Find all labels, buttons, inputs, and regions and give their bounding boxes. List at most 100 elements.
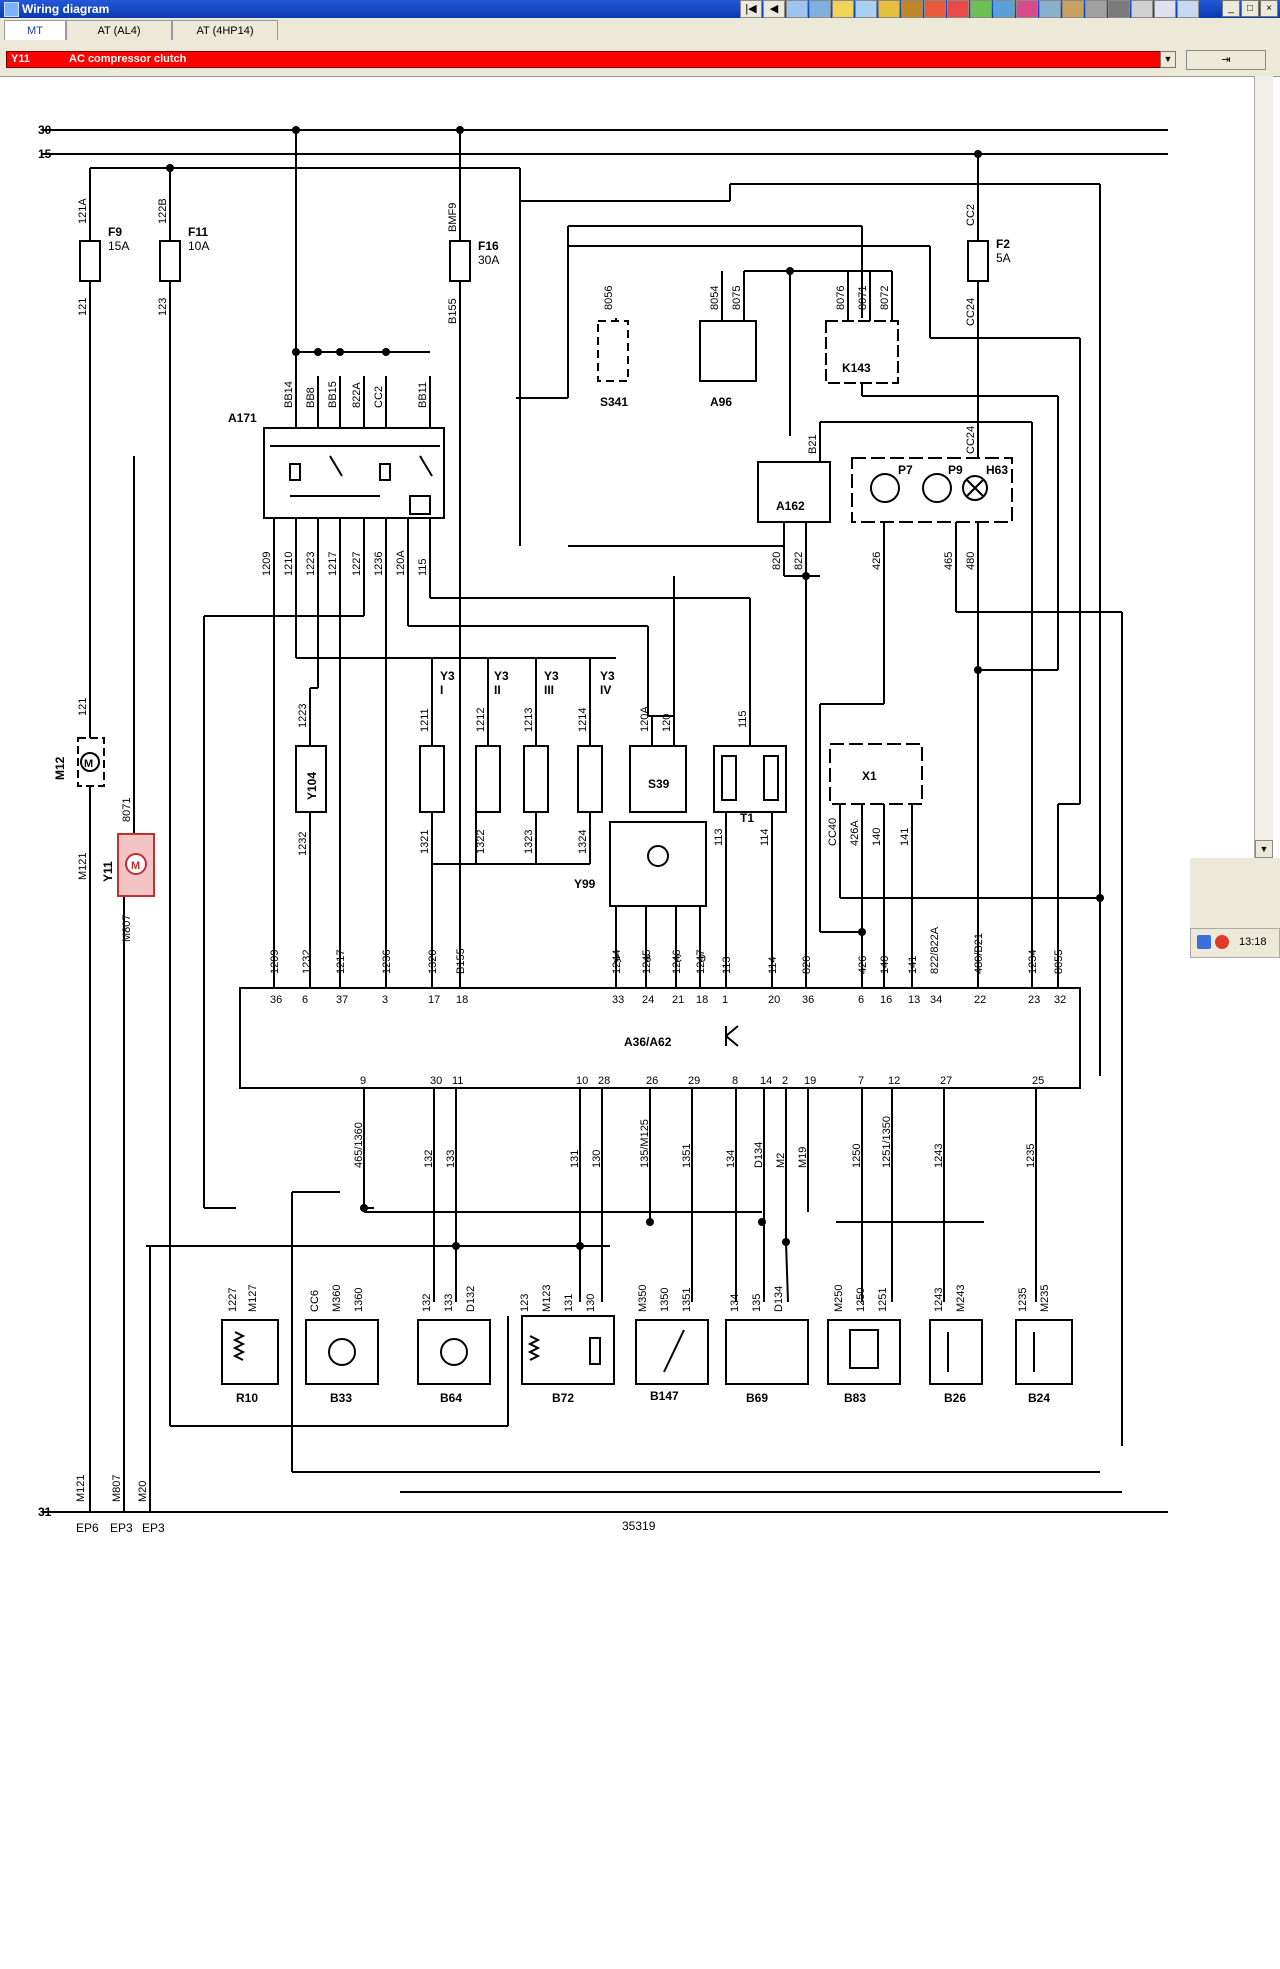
wire-label: M19	[797, 1147, 809, 1168]
ecu-bottom-pin: 11	[452, 1075, 463, 1087]
wire-label: M2	[775, 1153, 787, 1168]
wire-label: B21	[807, 434, 819, 454]
tool-icon[interactable]	[786, 0, 808, 18]
ecu-top-pin: 6	[858, 994, 864, 1006]
window-background	[1190, 858, 1280, 928]
minimize-button[interactable]: _	[1222, 0, 1240, 17]
wire-label: 120	[661, 714, 673, 732]
chevron-down-icon[interactable]: ▼	[1160, 51, 1176, 68]
wire-label: 1236	[381, 950, 393, 974]
y3-i-label: Y3	[440, 669, 455, 683]
tab-mt[interactable]: MT	[4, 20, 66, 40]
maximize-button[interactable]: □	[1241, 0, 1259, 17]
wire-label: 134	[729, 1294, 741, 1312]
ecu-bottom-pin: 10	[576, 1075, 588, 1087]
wire-label: 131	[569, 1150, 581, 1168]
ecu-label: A36/A62	[624, 1035, 672, 1049]
wire-label: 1211	[419, 708, 431, 732]
wire-label: 1212	[475, 708, 487, 732]
ecu-top-pin: 16	[880, 994, 892, 1006]
antivirus-icon[interactable]	[1215, 935, 1229, 949]
tool-icon[interactable]	[1062, 0, 1084, 18]
wire-label: 115	[417, 558, 429, 576]
close-button[interactable]: ×	[1260, 0, 1278, 17]
b147-label: B147	[650, 1389, 679, 1403]
wire-label: 480	[965, 552, 977, 570]
ecu-bottom-pin: 26	[646, 1075, 658, 1087]
wire-label: 1351	[681, 1144, 693, 1168]
network-icon[interactable]	[1197, 935, 1211, 949]
scroll-down-icon[interactable]: ▼	[1255, 840, 1273, 858]
y3-iii-sub: III	[544, 683, 554, 697]
wire-label: M235	[1039, 1284, 1051, 1312]
component-selector[interactable]: Y11 AC compressor clutch	[6, 51, 1174, 68]
wire-label: BB11	[417, 382, 429, 408]
tab-at-al4[interactable]: AT (AL4)	[66, 20, 172, 40]
tool-icon[interactable]	[1177, 0, 1199, 18]
wire-label: M807	[111, 1474, 123, 1502]
wire-label: B155	[447, 298, 459, 324]
y99-pin-d: D	[698, 953, 706, 965]
wire-label: 8075	[731, 286, 743, 310]
tool-icon[interactable]	[901, 0, 923, 18]
tool-icon[interactable]	[1085, 0, 1107, 18]
wire-label: 1227	[351, 552, 363, 576]
tool-icon[interactable]	[1039, 0, 1061, 18]
wire-label: B155	[455, 948, 467, 974]
tool-icon[interactable]	[809, 0, 831, 18]
wire-label: 123	[157, 298, 169, 316]
tool-icon[interactable]	[993, 0, 1015, 18]
wire-label: 1234	[1027, 950, 1039, 974]
ecu-top-pin: 23	[1028, 994, 1040, 1006]
wire-label: 132	[421, 1294, 433, 1312]
tool-icon[interactable]	[878, 0, 900, 18]
ecu-top-pin: 24	[642, 994, 654, 1006]
tool-icon[interactable]	[855, 0, 877, 18]
y3-ii-sub: II	[494, 683, 501, 697]
b83-label: B83	[844, 1391, 866, 1405]
wire-label: M807	[121, 914, 133, 942]
wire-label: BB14	[283, 381, 295, 408]
first-icon[interactable]: |◀	[740, 0, 762, 18]
wire-label: 121	[77, 698, 89, 716]
wire-label: 8056	[603, 286, 615, 310]
wire-label: 1320	[427, 950, 439, 974]
earth-ep6: EP6	[76, 1521, 99, 1535]
wire-label: 8055	[1053, 950, 1065, 974]
ecu-top-pin: 37	[336, 994, 348, 1006]
wire-label: 141	[907, 956, 919, 974]
ecu-top-pin: 20	[768, 994, 780, 1006]
tool-icon[interactable]	[947, 0, 969, 18]
selector-code: Y11	[11, 53, 30, 65]
window-title: Wiring diagram	[22, 2, 110, 16]
tool-icon[interactable]	[970, 0, 992, 18]
wire-label: 8054	[709, 286, 721, 310]
y3-iv-label: Y3	[600, 669, 615, 683]
y104-label: Y104	[305, 772, 319, 800]
tool-icon[interactable]	[1131, 0, 1153, 18]
wire-label: 133	[445, 1150, 457, 1168]
wire-label: 465/1360	[353, 1122, 365, 1168]
tool-icon[interactable]	[832, 0, 854, 18]
tool-icon[interactable]	[1108, 0, 1130, 18]
wire-label: M350	[637, 1284, 649, 1312]
wire-label: 426	[871, 552, 883, 570]
tool-icon[interactable]	[924, 0, 946, 18]
k143-label: K143	[842, 361, 871, 375]
tab-at-4hp14[interactable]: AT (4HP14)	[172, 20, 278, 40]
ecu-top-pin: 1	[722, 994, 728, 1006]
prev-icon[interactable]: ◀	[763, 0, 785, 18]
ecu-bottom-pin: 9	[360, 1075, 366, 1087]
wire-label: M123	[541, 1284, 553, 1312]
wire-label: 1246	[671, 950, 683, 974]
fuse-f16-label: F16	[478, 239, 499, 253]
h63-label: H63	[986, 463, 1008, 477]
m12-label: M12	[53, 756, 67, 780]
go-button[interactable]: ⇥	[1186, 50, 1266, 70]
wire-label: 1321	[419, 830, 431, 854]
tool-icon[interactable]	[1016, 0, 1038, 18]
vertical-scrollbar[interactable]: ▼	[1254, 76, 1273, 858]
wire-label: 465	[943, 552, 955, 570]
tool-icon[interactable]	[1154, 0, 1176, 18]
wire-label: 1217	[335, 950, 347, 974]
